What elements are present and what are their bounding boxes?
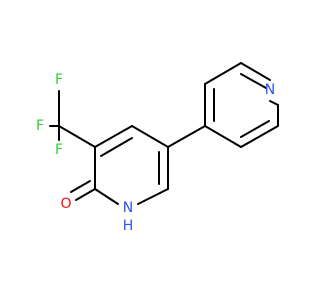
bond-c3-cf3 [58,125,96,148]
bond-pyr-c5-c4 [240,125,279,148]
carbonyl-oxygen-label: O [60,196,71,212]
fluorine-bottom-label: F [55,142,63,158]
pyridone-nitrogen-label: N [123,200,133,216]
pyridone-hydrogen-label: H [123,218,134,234]
bond-pyr-c2-n-inner [240,73,267,89]
bond-pyr-c5-c4-inner [240,120,270,138]
bond-pyr-c2-n [240,62,271,81]
bond-pyr-c4-c4prime [204,125,242,148]
molecule-structure: F F F N O N H [0,0,300,300]
bond-c2-o-b [70,180,91,193]
bond-c3-c4-inner [100,137,133,157]
bond-n1-c2 [94,188,119,205]
bond-c5-c4prime [167,125,206,148]
canvas-background [0,0,300,300]
fluorine-left-label: F [36,118,44,134]
pyridine-nitrogen-label: N [265,82,275,98]
bond-c4-c5 [131,125,169,148]
bond-c2-o-a [75,188,96,201]
bond-c6-n1 [137,188,169,205]
bond-pyr-n-c6 [269,100,279,106]
bond-pyr-c3-c2 [204,62,242,85]
bond-c3-c4 [94,125,133,148]
fluorine-top-label: F [55,72,63,88]
